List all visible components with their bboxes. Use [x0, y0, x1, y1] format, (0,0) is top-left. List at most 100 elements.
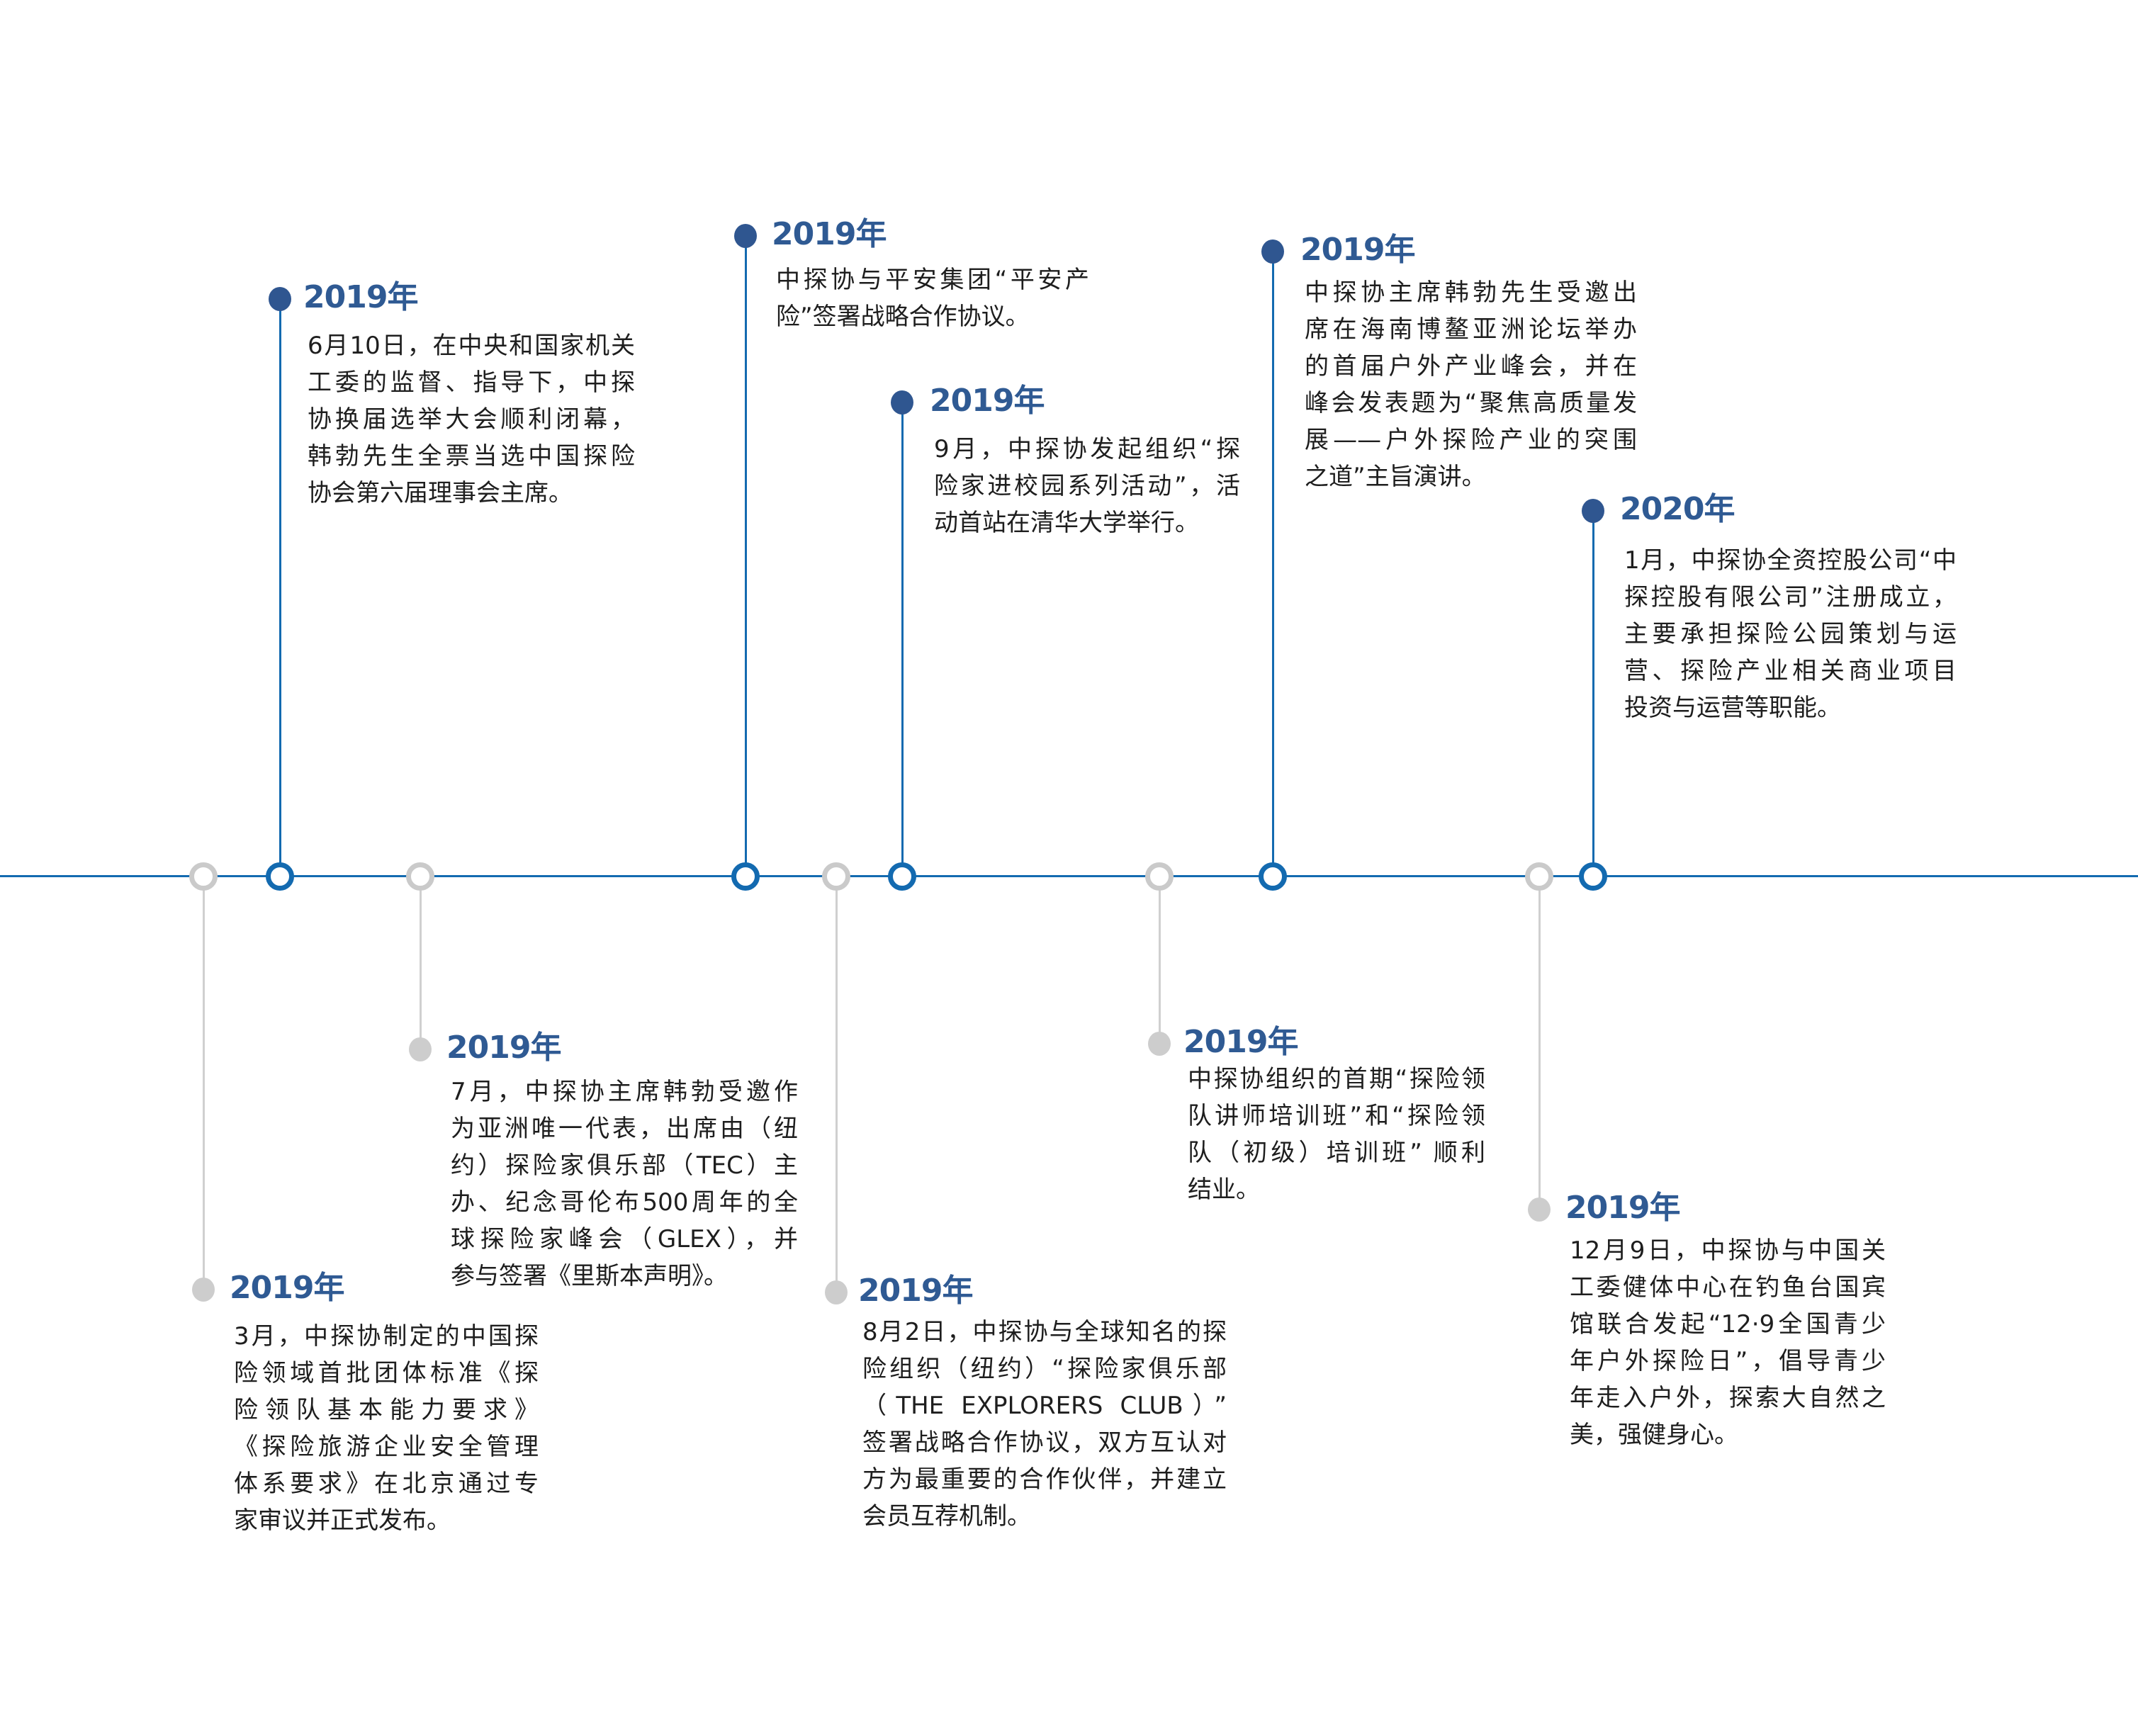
event-text-line: 参与签署《里斯本声明》。	[451, 1262, 728, 1290]
event-stem	[1272, 252, 1274, 877]
event-text-line: 约）探险家俱乐部（TEC）主	[451, 1151, 798, 1180]
event-description: 12月9日，中探协与中国关工委健体中心在钓鱼台国宾馆联合发起“12·9全国青少年…	[1570, 1232, 1886, 1453]
event-year: 2019年	[1183, 1024, 1298, 1060]
event-description: 7月，中探协主席韩勃受邀作为亚洲唯一代表，出席由（纽约）探险家俱乐部（TEC）主…	[451, 1073, 798, 1295]
event-text-line: （THE EXPLORERS CLUB）”	[862, 1392, 1227, 1420]
event-text-line: 协换届选举大会顺利闭幕，	[308, 405, 635, 434]
timeline-node	[822, 862, 850, 891]
event-description: 9月，中探协发起组织“探险家进校园系列活动”，活动首站在清华大学举行。	[934, 431, 1240, 541]
event-description: 6月10日，在中央和国家机关工委的监督、指导下，中探协换届选举大会顺利闭幕， 韩勃…	[308, 327, 635, 512]
event-dot	[269, 287, 291, 311]
event-description: 3月，中探协制定的中国探险领域首批团体标准《探险领队基本能力要求》《探险旅游企业…	[234, 1318, 539, 1539]
event-text-line: 球探险家峰会（GLEX），并	[451, 1225, 798, 1253]
event-text-line: 席在海南博鳌亚洲论坛举办	[1305, 315, 1637, 344]
event-text-line: 家审议并正式发布。	[234, 1506, 451, 1535]
event-text-line: 队讲师培训班”和“探险领	[1188, 1102, 1485, 1130]
timeline-node	[1579, 862, 1607, 891]
event-stem	[745, 236, 747, 877]
event-text-line: 3月，中探协制定的中国探	[234, 1322, 539, 1351]
event-text-line: 险领队基本能力要求》	[234, 1396, 539, 1424]
event-text-line: 结业。	[1188, 1176, 1260, 1204]
event-text-line: 营、探险产业相关商业项目	[1624, 657, 1957, 685]
event-text-line: 为亚洲唯一代表，出席由（纽	[451, 1115, 798, 1143]
event-text-line: 险领域首批团体标准《探	[234, 1359, 539, 1387]
event-text-line: 馆联合发起“12·9全国青少	[1570, 1310, 1886, 1338]
timeline-node	[266, 862, 294, 891]
event-description: 中探协组织的首期“探险领队讲师培训班”和“探险领队（初级）培训班” 顺利结业。	[1188, 1061, 1485, 1208]
event-dot	[734, 224, 757, 248]
event-year: 2019年	[772, 216, 887, 252]
timeline-node	[1259, 862, 1287, 891]
event-text-line: 中探协主席韩勃先生受邀出	[1305, 278, 1637, 307]
event-dot	[1261, 239, 1284, 264]
event-text-line: 中探协组织的首期“探险领	[1188, 1065, 1485, 1093]
event-text-line: 探控股有限公司”注册成立，	[1624, 583, 1957, 611]
event-text-line: 会员互荐机制。	[862, 1502, 1031, 1531]
event-dot	[409, 1037, 432, 1061]
event-text-line: 险组织（纽约）“探险家俱乐部	[862, 1355, 1227, 1383]
event-text-line: 险”签署战略合作协议。	[776, 303, 1030, 331]
event-text-line: 12月9日，中探协与中国关	[1570, 1236, 1886, 1265]
event-stem	[1592, 511, 1594, 877]
event-year: 2019年	[230, 1270, 344, 1306]
event-dot	[1582, 499, 1604, 523]
event-stem	[203, 877, 205, 1290]
event-text-line: 中探协与平安集团“平安产	[776, 266, 1089, 294]
timeline-node	[406, 862, 434, 891]
event-dot	[825, 1280, 848, 1304]
event-description: 8月2日，中探协与全球知名的探险组织（纽约）“探险家俱乐部 （THE EXPLOR…	[862, 1314, 1227, 1535]
timeline-node	[1145, 862, 1174, 891]
event-text-line: 主要承担探险公园策划与运	[1624, 620, 1957, 648]
event-year: 2019年	[446, 1030, 561, 1066]
timeline-node	[731, 862, 760, 891]
event-text-line: 的首届户外产业峰会，并在	[1305, 352, 1637, 381]
event-text-line: 8月2日，中探协与全球知名的探	[862, 1318, 1227, 1346]
event-text-line: 6月10日，在中央和国家机关	[308, 332, 635, 360]
event-text-line: 签署战略合作协议，双方互认对	[862, 1428, 1227, 1457]
event-text-line: 之道”主旨演讲。	[1305, 463, 1486, 491]
event-description: 中探协主席韩勃先生受邀出席在海南博鳌亚洲论坛举办的首届户外产业峰会，并在峰会发表…	[1305, 274, 1637, 495]
event-stem	[279, 299, 281, 877]
event-year: 2019年	[1565, 1190, 1680, 1226]
event-text-line: 投资与运营等职能。	[1624, 694, 1841, 722]
event-text-line: 1月，中探协全资控股公司“中	[1624, 546, 1957, 575]
event-dot	[891, 390, 913, 415]
event-dot	[1148, 1032, 1171, 1056]
event-text-line: 9月，中探协发起组织“探	[934, 435, 1240, 463]
event-year: 2020年	[1620, 491, 1735, 527]
event-year: 2019年	[1300, 232, 1415, 268]
event-year: 2019年	[858, 1273, 973, 1309]
event-year: 2019年	[303, 279, 418, 315]
event-text-line: 协会第六届理事会主席。	[308, 479, 573, 507]
event-text-line: 工委的监督、指导下，中探	[308, 368, 635, 397]
event-text-line: 体系要求》在北京通过专	[234, 1470, 539, 1498]
event-stem	[1538, 877, 1541, 1210]
event-stem	[835, 877, 838, 1292]
event-dot	[192, 1278, 215, 1302]
event-text-line: 动首站在清华大学举行。	[934, 509, 1199, 537]
event-text-line: 展——户外探险产业的突围	[1305, 426, 1637, 454]
event-text-line: 方为最重要的合作伙伴，并建立	[862, 1465, 1227, 1494]
event-text-line: 韩勃先生全票当选中国探险	[308, 442, 635, 470]
event-description: 中探协与平安集团“平安产险”签署战略合作协议。	[776, 261, 1089, 335]
event-stem	[901, 402, 904, 877]
event-text-line: 工委健体中心在钓鱼台国宾	[1570, 1273, 1886, 1302]
event-text-line: 年户外探险日”，倡导青少	[1570, 1347, 1886, 1375]
timeline-node	[189, 862, 218, 891]
timeline-node	[1525, 862, 1553, 891]
event-text-line: 7月，中探协主席韩勃受邀作	[451, 1078, 798, 1106]
event-dot	[1528, 1197, 1551, 1222]
event-text-line: 险家进校园系列活动”，活	[934, 472, 1240, 500]
event-stem	[420, 877, 422, 1049]
event-text-line: 年走入户外，探索大自然之	[1570, 1384, 1886, 1412]
timeline-axis	[0, 875, 2138, 877]
event-text-line: 美，强健身心。	[1570, 1421, 1738, 1449]
event-text-line: 《探险旅游企业安全管理	[234, 1433, 539, 1461]
event-stem	[1159, 877, 1161, 1044]
event-text-line: 办、纪念哥伦布500周年的全	[451, 1188, 798, 1217]
event-text-line: 峰会发表题为“聚焦高质量发	[1305, 389, 1637, 417]
event-year: 2019年	[930, 383, 1045, 419]
event-text-line: 队（初级）培训班” 顺利	[1188, 1139, 1485, 1167]
timeline-node	[888, 862, 916, 891]
